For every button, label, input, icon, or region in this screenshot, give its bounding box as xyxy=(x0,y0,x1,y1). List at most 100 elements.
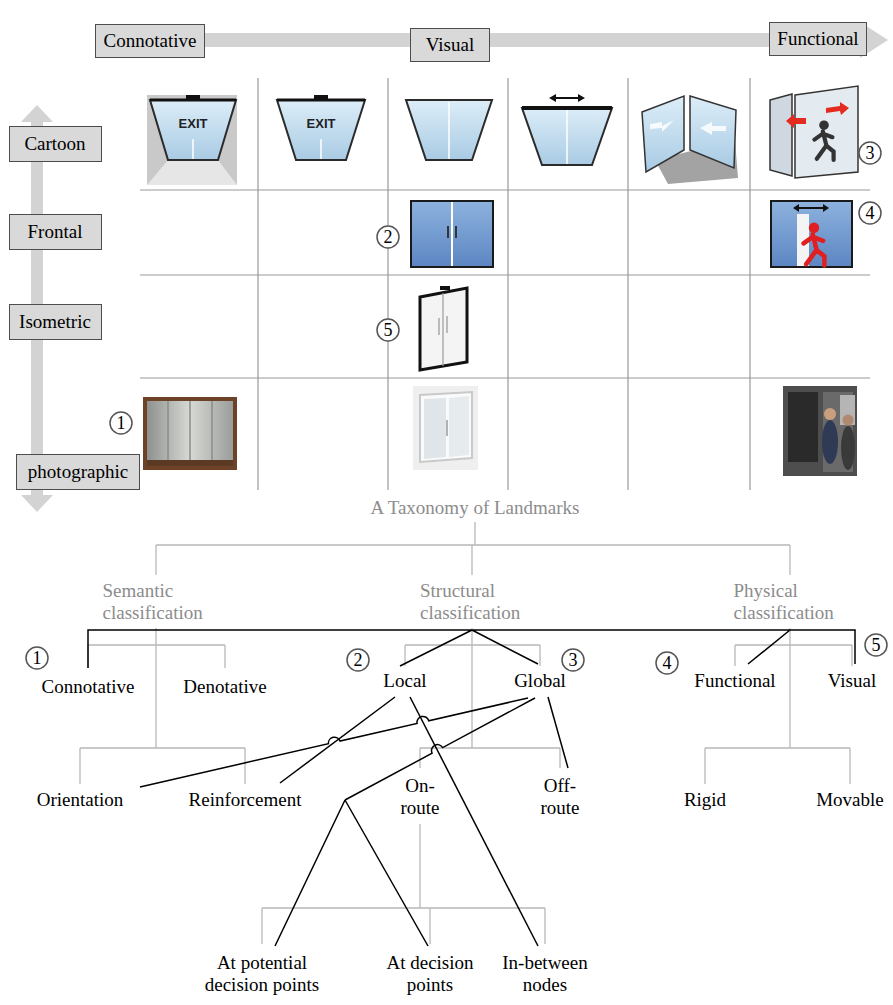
callout-ring-shape xyxy=(377,319,399,341)
art-part xyxy=(700,122,726,135)
callout-circle: 1 xyxy=(25,646,49,670)
callout-ring-shape xyxy=(865,634,887,656)
callout-circle: 3 xyxy=(561,648,585,672)
art-part xyxy=(797,207,825,209)
callout-circle: 5 xyxy=(864,633,888,657)
door-cartoon-5 xyxy=(642,96,738,184)
callout-ring-shape xyxy=(26,647,48,669)
art-part xyxy=(627,78,628,490)
callout-ring-shape xyxy=(562,649,584,671)
callout-number: 3 xyxy=(866,144,875,162)
door-frontal-1 xyxy=(411,201,493,267)
art-part xyxy=(548,697,568,768)
callout-number: 3 xyxy=(569,651,578,669)
callout-circle: 1 xyxy=(109,411,133,435)
art-part xyxy=(405,628,560,768)
art-part xyxy=(819,120,829,130)
art-part xyxy=(840,395,855,425)
art-part xyxy=(80,628,245,784)
callout-number: 5 xyxy=(384,321,393,339)
art-part xyxy=(770,94,792,176)
art-part xyxy=(446,420,448,436)
door-cartoon-2 xyxy=(277,95,365,160)
art-part xyxy=(314,95,328,100)
art-part xyxy=(420,288,467,370)
axis-label: photographic xyxy=(28,462,128,483)
axis-box: Isometric xyxy=(9,304,102,340)
taxonomy-title: A Taxonomy of Landmarks xyxy=(371,497,580,519)
art-part xyxy=(150,100,236,160)
subcategory-label: Movable xyxy=(816,789,884,811)
art-part xyxy=(822,420,838,464)
art-part xyxy=(143,397,237,470)
door-photo-1 xyxy=(143,397,237,470)
category-label: Local xyxy=(383,670,426,692)
art-part xyxy=(275,800,428,946)
callout-ring-shape xyxy=(859,202,881,224)
subcategory-label: Off-route xyxy=(533,775,587,819)
art-part xyxy=(420,392,472,462)
callout-circle: 3 xyxy=(858,141,882,165)
door-cartoon-4 xyxy=(522,94,612,165)
art-part xyxy=(186,95,200,100)
art-part xyxy=(771,201,852,267)
callout-ring-shape xyxy=(656,652,678,674)
art-part xyxy=(88,630,855,668)
art-part xyxy=(211,401,213,466)
art-part xyxy=(650,120,674,132)
callout-ring-shape xyxy=(859,142,881,164)
door-photo-3 xyxy=(783,386,857,476)
art-part xyxy=(793,204,799,212)
art-part xyxy=(140,698,528,787)
art-part xyxy=(156,522,790,575)
callout-number: 1 xyxy=(117,414,126,432)
art-part xyxy=(147,160,237,185)
art-part xyxy=(814,120,833,160)
art-part xyxy=(826,102,849,115)
axis-label: Functional xyxy=(777,29,858,50)
art-part xyxy=(192,139,194,159)
axis-box: photographic xyxy=(16,454,140,490)
art-part xyxy=(522,108,612,165)
callout-circle: 2 xyxy=(376,225,400,249)
art-part xyxy=(549,94,556,102)
art-part xyxy=(447,226,449,238)
art-part xyxy=(277,100,365,160)
exit-sign-text: EXIT xyxy=(307,117,336,132)
door-cartoon-6 xyxy=(770,86,858,178)
art-part xyxy=(438,318,440,335)
art-part xyxy=(451,202,453,266)
art-part xyxy=(788,392,818,462)
axis-label: Isometric xyxy=(19,312,91,333)
callout-number: 2 xyxy=(354,651,363,669)
axis-box: Connotative xyxy=(95,24,205,58)
art-part xyxy=(783,386,857,476)
art-part xyxy=(843,415,854,426)
art-part xyxy=(442,293,443,366)
art-part xyxy=(167,401,169,466)
art-part xyxy=(642,96,684,172)
callout-number: 2 xyxy=(384,228,393,246)
category-label: Connotative xyxy=(42,676,135,698)
category-label: Visual xyxy=(828,670,876,692)
callout-circle: 2 xyxy=(346,648,370,672)
art-part xyxy=(705,628,852,784)
art-part xyxy=(411,201,493,267)
art-part xyxy=(448,102,450,159)
art-part xyxy=(841,426,855,470)
art-part xyxy=(749,78,750,490)
axis-label: Frontal xyxy=(28,222,83,243)
art-part xyxy=(795,86,858,178)
classification-label: Semantic classification xyxy=(103,580,228,624)
art-part xyxy=(413,386,478,470)
art-part xyxy=(147,401,233,466)
axis-arrows xyxy=(21,22,888,512)
subcategory-label: On-route xyxy=(395,775,445,819)
art-part xyxy=(140,274,870,275)
art-part xyxy=(814,131,833,160)
position-label: At decision points xyxy=(378,952,483,996)
art-part xyxy=(522,106,612,110)
callout-number: 1 xyxy=(33,649,42,667)
exit-sign-text: EXIT xyxy=(179,117,208,132)
axis-box: Frontal xyxy=(9,214,102,250)
